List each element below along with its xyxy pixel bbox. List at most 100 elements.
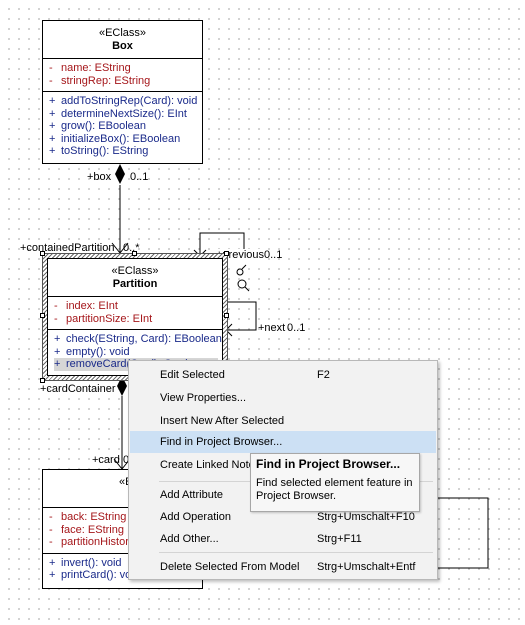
attribute-row[interactable]: -name: EString [49, 62, 198, 75]
attributes-section: -name: EString -stringRep: EString [43, 59, 202, 92]
menu-item-label: Edit Selected [160, 369, 225, 381]
visibility-marker: - [49, 536, 53, 548]
card-role-label: +card [92, 454, 120, 466]
operation-row[interactable]: + grow(): EBoolean [49, 120, 198, 133]
menu-item-shortcut: F2 [317, 369, 330, 381]
menu-item-view-properties[interactable]: View Properties... [130, 387, 436, 409]
resize-handle[interactable] [40, 313, 45, 318]
visibility-marker: - [54, 312, 58, 325]
operation-row[interactable]: + initializeBox(): EBoolean [49, 133, 198, 146]
next-multiplicity-label: 0..1 [287, 322, 306, 334]
resize-handle[interactable] [40, 251, 45, 256]
attribute-row[interactable]: -face: EString [49, 524, 198, 537]
menu-tooltip: Find in Project Browser... Find selected… [250, 453, 420, 512]
visibility-marker: + [49, 107, 56, 120]
attributes-section: -back: EString -face: EString -partition… [43, 508, 202, 554]
resize-handle[interactable] [224, 313, 229, 318]
menu-item-shortcut: Strg+F11 [317, 533, 362, 545]
attribute-text: index: EInt [66, 300, 118, 312]
resize-handle[interactable] [224, 251, 229, 256]
menu-item-label: Insert New After Selected [160, 415, 285, 427]
menu-item-label: Delete Selected From Model [160, 561, 300, 573]
visibility-marker: - [49, 74, 53, 87]
visibility-marker: + [54, 345, 61, 358]
menu-item-label: Add Attribute [160, 489, 223, 501]
operations-section: + invert(): void + printCard(): void [43, 554, 202, 586]
operation-text: initializeBox(): EBoolean [61, 132, 181, 145]
stereotype-label: «EClass» [98, 27, 147, 39]
menu-item-label: Add Other... [160, 533, 219, 545]
visibility-marker: + [49, 569, 56, 581]
attribute-row[interactable]: -index: EInt [54, 300, 218, 313]
previous-multiplicity-label: 0..1 [264, 249, 283, 261]
menu-item-label: Create Linked Note [160, 459, 255, 471]
card-container-role-label: +cardContainer [40, 383, 116, 395]
operation-text: addToStringRep(Card): void [61, 95, 198, 107]
menu-item-add-operation[interactable]: Add Operation Strg+Umschalt+F10 [130, 506, 436, 528]
menu-item-shortcut: Strg+Umschalt+Entf [317, 561, 416, 573]
visibility-marker: - [49, 523, 53, 536]
attribute-text: partitionSize: EInt [66, 312, 153, 325]
composition-diamond-box [115, 164, 125, 184]
visibility-marker: + [54, 333, 61, 345]
attribute-row[interactable]: -stringRep: EString [49, 75, 198, 88]
menu-item-create-linked-note[interactable]: Create Linked Note [130, 454, 436, 476]
class-partition[interactable]: «EClass» Partition -index: EInt -partiti… [47, 258, 223, 376]
resize-handle[interactable] [40, 378, 45, 383]
operation-row[interactable]: +empty(): void [54, 346, 218, 359]
class-name: Box [112, 40, 133, 52]
visibility-marker: + [49, 145, 56, 157]
visibility-marker: + [54, 358, 61, 370]
stereotype-label: «EClass» [111, 265, 159, 277]
operation-row[interactable]: + determineNextSize(): EInt [49, 108, 198, 121]
menu-item-label: Add Operation [160, 511, 231, 523]
visibility-marker: - [49, 511, 53, 523]
next-role-label: +next [258, 322, 286, 334]
attribute-text: face: EString [61, 523, 124, 536]
class-name: Partition [112, 278, 158, 290]
class-box[interactable]: «EClass» Box -name: EString -stringRep: … [42, 20, 203, 164]
menu-item-insert-new-after-selected[interactable]: Insert New After Selected [130, 410, 436, 432]
visibility-marker: + [49, 120, 56, 132]
operation-row[interactable]: + invert(): void [49, 557, 198, 570]
attribute-text: name: EString [61, 62, 131, 74]
attribute-text: partitionHistory [61, 536, 135, 548]
operation-text: grow(): EBoolean [61, 120, 146, 132]
composition-diamond-partition [117, 376, 127, 396]
class-header: «EClass» Box [43, 21, 202, 59]
visibility-marker: - [54, 300, 58, 312]
operation-row[interactable]: + addToStringRep(Card): void [49, 95, 198, 108]
attributes-section: -index: EInt -partitionSize: EInt [48, 297, 222, 330]
resize-handle[interactable] [132, 251, 137, 256]
menu-item-edit-selected[interactable]: Edit Selected F2 [130, 364, 436, 386]
menu-separator [159, 552, 433, 553]
visibility-marker: - [49, 62, 53, 74]
operation-text: determineNextSize(): EInt [61, 107, 187, 120]
menu-item-label: View Properties... [160, 392, 247, 404]
attribute-text: back: EString [61, 511, 127, 523]
menu-item-find-in-project-browser[interactable]: Find in Project Browser... [130, 431, 436, 453]
menu-item-add-attribute[interactable]: Add Attribute [130, 484, 436, 506]
visibility-marker: + [49, 95, 56, 107]
menu-item-label: Find in Project Browser... [160, 436, 283, 448]
visibility-marker: + [49, 132, 56, 145]
attribute-row[interactable]: -back: EString [49, 511, 198, 524]
box-role-label: +box [87, 171, 112, 183]
attribute-row[interactable]: -partitionSize: EInt [54, 313, 218, 326]
operation-row[interactable]: + toString(): EString [49, 145, 198, 158]
class-header: «EClass» Partition [48, 259, 222, 297]
menu-item-add-other[interactable]: Add Other... Strg+F11 [130, 528, 436, 550]
operation-row[interactable]: + check(EString, Card): EBoolean [54, 333, 222, 346]
operation-row[interactable]: + printCard(): void [49, 569, 198, 582]
operation-text: check(EString, Card): EBoolean [66, 333, 222, 345]
visibility-marker: + [49, 556, 56, 569]
operation-text: toString(): EString [61, 145, 149, 157]
operations-section: + addToStringRep(Card): void + determineNe… [43, 92, 202, 162]
tooltip-body: Find selected element feature in Project… [256, 477, 413, 502]
menu-item-delete-selected-from-model[interactable]: Delete Selected From Model Strg+Umschalt… [130, 556, 436, 578]
operation-text: invert(): void [61, 556, 122, 569]
attribute-row[interactable]: -partitionHistory [49, 536, 198, 549]
box-multiplicity-label: 0..1 [130, 171, 149, 183]
operation-text: printCard(): void [61, 569, 140, 581]
attribute-text: stringRep: EString [61, 74, 151, 87]
